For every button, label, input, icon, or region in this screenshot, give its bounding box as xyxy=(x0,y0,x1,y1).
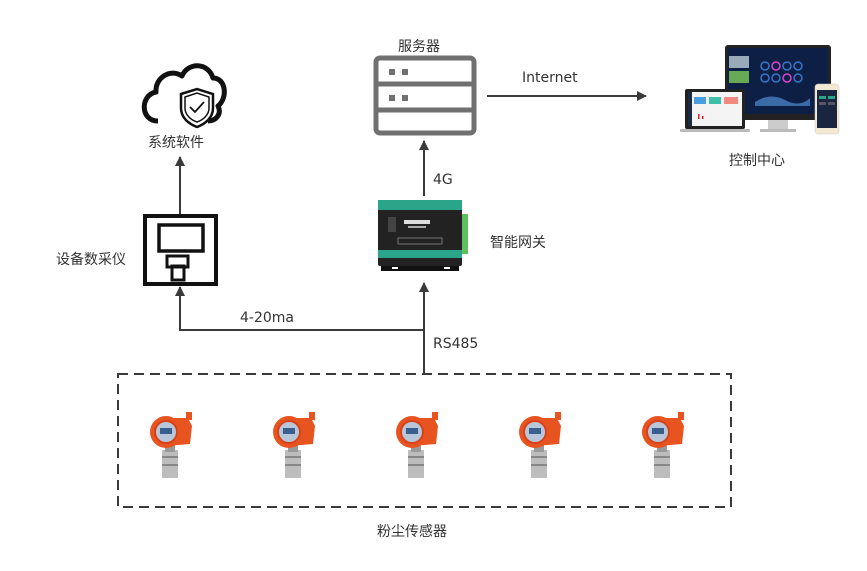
dust-sensor-image xyxy=(273,412,315,478)
gateway-label: 智能网关 xyxy=(490,235,546,251)
sensor-group xyxy=(150,412,684,478)
rs485-link-label: RS485 xyxy=(433,336,479,352)
sensor-group-boundary xyxy=(117,373,732,508)
dust-sensor-image xyxy=(396,412,438,478)
gateway-device-image xyxy=(378,200,468,271)
dust-sensor-image xyxy=(150,412,192,478)
internet-link-label: Internet xyxy=(522,70,578,86)
collector-label: 设备数采仪 xyxy=(56,252,126,268)
dust-sensor-image xyxy=(642,412,684,478)
control-center-label: 控制中心 xyxy=(729,153,785,169)
dust-sensor-image xyxy=(519,412,561,478)
4g-link-label: 4G xyxy=(433,172,453,188)
server-label: 服务器 xyxy=(398,39,440,55)
control-center-devices-image xyxy=(680,45,840,135)
current-loop-link-line xyxy=(175,286,424,331)
server-icon xyxy=(373,55,477,136)
sensors-label: 粉尘传感器 xyxy=(377,524,447,540)
software-label: 系统软件 xyxy=(148,135,204,151)
cloud-shield-icon xyxy=(141,63,227,129)
collector-icon xyxy=(143,214,218,286)
current-loop-link-label: 4-20ma xyxy=(240,310,294,326)
